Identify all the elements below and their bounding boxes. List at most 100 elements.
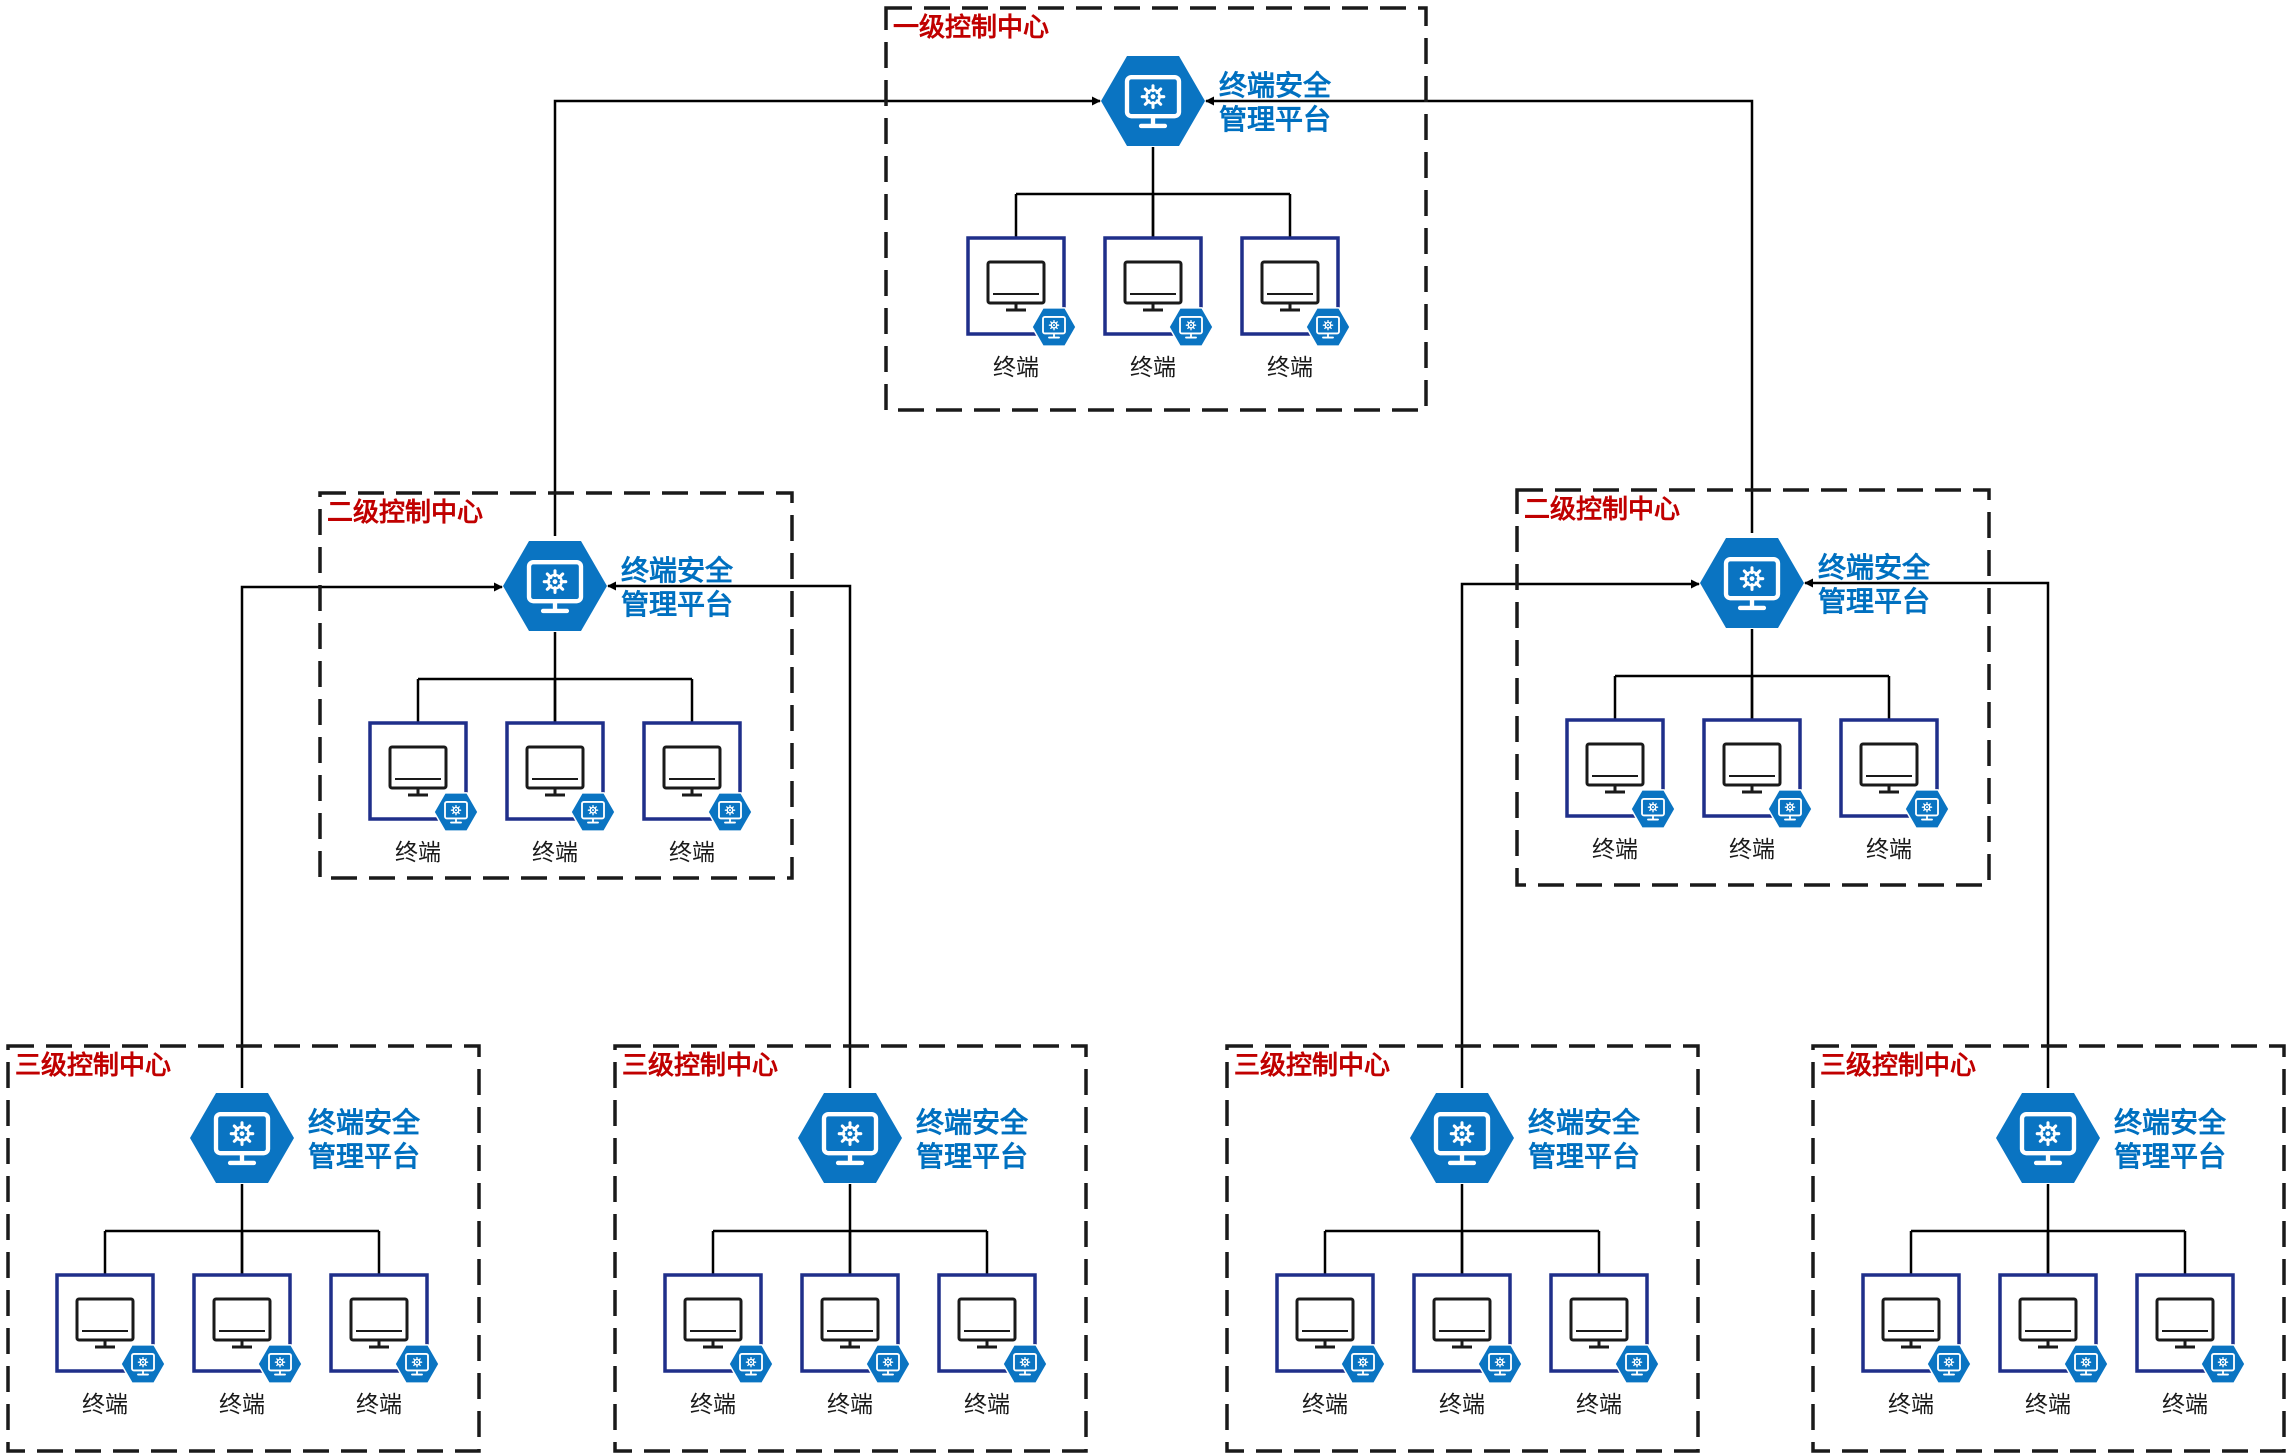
terminal-node: 终端 [1565, 718, 1676, 862]
monitor-icon [1723, 557, 1781, 611]
gear-icon [1631, 1356, 1643, 1368]
terminal-label: 终端 [1130, 354, 1176, 380]
gear-icon [1739, 566, 1765, 592]
desktop-monitor-icon [525, 745, 585, 797]
terminal-connections [103, 1184, 381, 1276]
gear-icon [724, 804, 736, 816]
desktop-monitor-icon [2155, 1297, 2215, 1349]
terminal-security-badge-icon [433, 792, 479, 832]
terminal-node: 终端 [966, 236, 1077, 380]
terminal-node: 终端 [642, 721, 753, 865]
terminal-security-badge-icon [865, 1344, 911, 1384]
terminal-security-badge-icon [1002, 1344, 1048, 1384]
monitor-icon [268, 1352, 292, 1376]
monitor-icon [876, 1352, 900, 1376]
terminal-node: 终端 [800, 1273, 911, 1417]
gear-icon [1494, 1356, 1506, 1368]
terminal-label: 终端 [1267, 354, 1313, 380]
uplink-arrow [607, 581, 852, 1088]
platform-name-line2: 管理平台 [1528, 1140, 1640, 1172]
desktop-monitor-icon [1123, 260, 1183, 312]
platform-name-line1: 终端安全 [1818, 551, 1931, 583]
terminal-security-badge-icon [1477, 1344, 1523, 1384]
gear-icon [1449, 1121, 1475, 1147]
desktop-monitor-icon [388, 745, 448, 797]
desktop-monitor-icon [2018, 1297, 2078, 1349]
control-center-title: 三级控制中心 [15, 1050, 171, 1080]
gear-icon [1048, 319, 1060, 331]
gear-icon [1322, 319, 1334, 331]
gear-icon [2080, 1356, 2092, 1368]
monitor-icon [131, 1352, 155, 1376]
desktop-monitor-icon [1295, 1297, 1355, 1349]
terminal-node: 终端 [2135, 1273, 2246, 1417]
terminal-node: 终端 [192, 1273, 303, 1417]
desktop-monitor-icon [957, 1297, 1017, 1349]
terminal-node: 终端 [1702, 718, 1813, 862]
monitor-icon [2074, 1352, 2098, 1376]
gear-icon [1185, 319, 1197, 331]
platform-name-line1: 终端安全 [308, 1106, 421, 1138]
terminal-node: 终端 [1861, 1273, 1972, 1417]
control-center-level3-a: 三级控制中心终端安全管理平台终端终端终端 [6, 1044, 481, 1453]
control-center-level3-d: 三级控制中心终端安全管理平台终端终端终端 [1811, 1044, 2286, 1453]
security-platform-hub [1996, 1093, 2100, 1183]
terminal-node: 终端 [1275, 1273, 1386, 1417]
platform-name-line1: 终端安全 [916, 1106, 1029, 1138]
terminal-node: 终端 [663, 1273, 774, 1417]
terminal-label: 终端 [1592, 836, 1638, 862]
platform-name-line1: 终端安全 [2114, 1106, 2227, 1138]
terminal-connections [416, 632, 694, 724]
terminal-security-badge-icon [1767, 789, 1813, 829]
terminal-connections [1323, 1184, 1601, 1276]
control-center-boundary [1811, 1044, 2286, 1453]
gear-icon [587, 804, 599, 816]
gear-icon [411, 1356, 423, 1368]
security-platform-hub [798, 1093, 902, 1183]
gear-icon [2035, 1121, 2061, 1147]
terminal-label: 终端 [2025, 1391, 2071, 1417]
terminal-connections [1613, 629, 1891, 721]
terminal-label: 终端 [219, 1391, 265, 1417]
terminal-label: 终端 [993, 354, 1039, 380]
terminal-security-badge-icon [570, 792, 616, 832]
terminal-label: 终端 [827, 1391, 873, 1417]
terminal-security-badge-icon [1340, 1344, 1386, 1384]
terminal-security-badge-icon [1630, 789, 1676, 829]
desktop-monitor-icon [75, 1297, 135, 1349]
terminal-security-badge-icon [1168, 307, 1214, 347]
control-centers: 一级控制中心终端安全管理平台终端终端终端二级控制中心终端安全管理平台终端终端终端… [6, 6, 2286, 1453]
desktop-monitor-icon [349, 1297, 409, 1349]
terminal-label: 终端 [669, 839, 715, 865]
monitor-icon [1013, 1352, 1037, 1376]
control-center-title: 三级控制中心 [622, 1050, 778, 1080]
gear-icon [1019, 1356, 1031, 1368]
terminal-security-badge-icon [728, 1344, 774, 1384]
uplink-arrow [1804, 578, 2050, 1088]
control-center-title: 二级控制中心 [1524, 494, 1680, 524]
monitor-icon [1042, 315, 1066, 339]
platform-name-line2: 管理平台 [2114, 1140, 2226, 1172]
monitor-icon [1625, 1352, 1649, 1376]
monitor-icon [821, 1111, 879, 1166]
terminal-node: 终端 [1412, 1273, 1523, 1417]
security-platform-hub [190, 1093, 294, 1183]
monitor-icon [405, 1352, 429, 1376]
terminal-label: 终端 [1439, 1391, 1485, 1417]
control-center-boundary [318, 491, 794, 880]
monitor-icon [1937, 1352, 1961, 1376]
platform-name-line2: 管理平台 [916, 1140, 1028, 1172]
gear-icon [1647, 801, 1659, 813]
terminal-security-badge-icon [120, 1344, 166, 1384]
control-center-title: 三级控制中心 [1820, 1050, 1976, 1080]
monitor-icon [739, 1352, 763, 1376]
desktop-monitor-icon [683, 1297, 743, 1349]
monitor-icon [1316, 315, 1340, 339]
monitor-icon [1351, 1352, 1375, 1376]
control-center-level2-left: 二级控制中心终端安全管理平台终端终端终端 [318, 491, 794, 880]
monitor-icon [1488, 1352, 1512, 1376]
desktop-monitor-icon [986, 260, 1046, 312]
desktop-monitor-icon [1881, 1297, 1941, 1349]
monitor-icon [1433, 1111, 1491, 1166]
control-center-title: 一级控制中心 [893, 12, 1049, 42]
